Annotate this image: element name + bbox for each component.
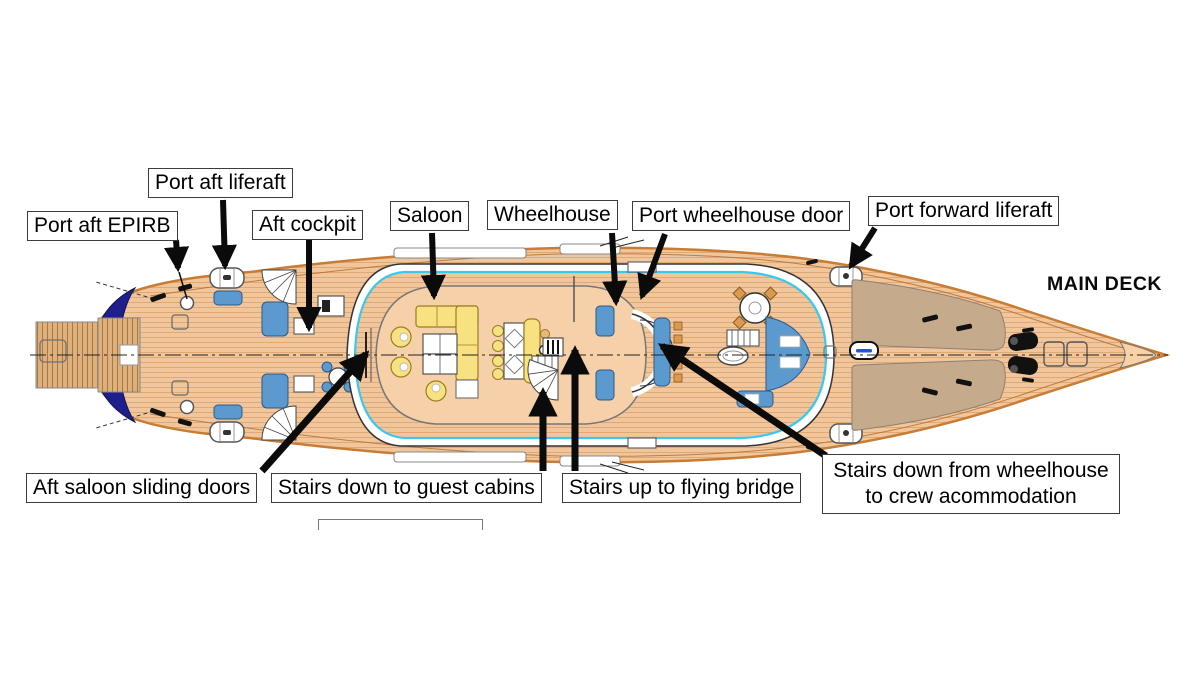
cleat: [921, 387, 938, 396]
label-port-aft-liferaft: Port aft liferaft: [148, 168, 293, 198]
bow-gear: [823, 314, 1157, 396]
arrow-saloon: [420, 232, 446, 301]
armchair: [425, 380, 447, 402]
label-aft-saloon-sliding-doors: Aft saloon sliding doors: [26, 473, 258, 503]
cleat: [806, 259, 818, 265]
deck-title: MAIN DECK: [1047, 273, 1162, 295]
label-stairs-guest-cabins: Stairs down to guest cabins: [271, 473, 542, 503]
label-saloon: Saloon: [390, 201, 470, 231]
epirb-starboard: [179, 399, 195, 415]
label-wheelhouse: Wheelhouse: [487, 200, 618, 230]
arrow-port-wheelhouse-door: [637, 232, 668, 300]
arrow-aft-saloon-sliding-doors: [259, 350, 370, 474]
arrow-port-aft-liferaft: [211, 199, 237, 271]
cleat: [1022, 327, 1034, 333]
deck-hatch: [1066, 341, 1088, 367]
label-port-forward-liferaft: Port forward liferaft: [868, 196, 1060, 226]
crew-stairs: [726, 329, 760, 347]
cleat: [956, 323, 973, 332]
label-aft-cockpit: Aft cockpit: [252, 210, 363, 240]
saloon-sofa: [455, 305, 479, 381]
cleat: [922, 314, 939, 323]
cleat: [177, 418, 192, 427]
arrow-stairs-crew: [657, 343, 828, 459]
arrow-port-aft-epirb: [163, 239, 190, 273]
cleat: [1022, 377, 1034, 383]
settee: [595, 305, 615, 337]
cleat: [150, 407, 166, 417]
arrow-port-forward-liferaft: [848, 226, 878, 270]
cleat: [150, 292, 166, 302]
liferaft-aft-port: [209, 267, 245, 289]
armchair: [390, 326, 412, 348]
deck-hatch: [1043, 341, 1065, 367]
label-port-aft-epirb: Port aft EPIRB: [27, 211, 178, 241]
label-port-wheelhouse-door: Port wheelhouse door: [632, 201, 851, 231]
wheelhouse-table: [732, 286, 778, 330]
annotation-arrows: [163, 199, 878, 474]
aft-deck-gear: [95, 267, 245, 443]
wheelhouse-door-starboard: [627, 437, 657, 449]
bow-lounge: [765, 316, 811, 392]
armchair: [390, 356, 412, 378]
settee: [595, 369, 615, 401]
windlass: [1008, 332, 1039, 351]
tub: [717, 346, 749, 366]
cleat: [955, 378, 972, 387]
sun-pads: [851, 279, 1006, 431]
arrow-wheelhouse: [602, 232, 628, 307]
label-stairs-crew: Stairs down from wheelhouse to crew acom…: [822, 454, 1120, 514]
empty-partial-label-box: [318, 519, 483, 530]
label-stairs-flying-bridge: Stairs up to flying bridge: [562, 473, 802, 503]
liferaft-aft-starboard: [209, 421, 245, 443]
cleat: [178, 283, 193, 292]
